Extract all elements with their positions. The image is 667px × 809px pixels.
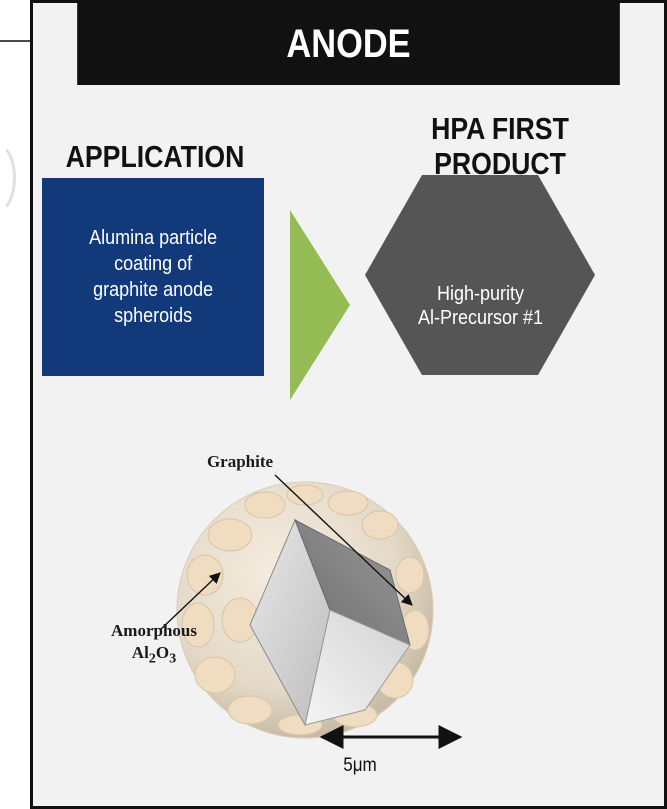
alumina-islands bbox=[181, 484, 430, 736]
application-box: Alumina particle coating of graphite ano… bbox=[42, 178, 264, 376]
hexagon-shape bbox=[365, 175, 595, 375]
hpa-product-text-wrap: High-purity Al-Precursor #1 bbox=[365, 258, 595, 330]
hpa-first-product-heading: HPA FIRST PRODUCT bbox=[431, 111, 569, 181]
alumina-formula-sub3: 3 bbox=[169, 650, 177, 667]
alumina-formula-o: O bbox=[155, 643, 170, 663]
alumina-formula: Al2O3 bbox=[94, 642, 214, 668]
panel-title: ANODE bbox=[286, 21, 411, 66]
graphite-facet-bottom bbox=[304, 609, 411, 726]
alumina-formula-sub2: 2 bbox=[148, 650, 156, 667]
arrow-chevron-shape bbox=[290, 210, 350, 400]
graphite-pointer-arrow bbox=[274, 474, 413, 606]
panel-header: ANODE bbox=[77, 3, 620, 85]
amorphous-label-line1: Amorphous bbox=[111, 621, 197, 640]
alumina-formula-al: Al bbox=[131, 643, 149, 663]
decorative-arc bbox=[0, 140, 16, 216]
connector-line bbox=[0, 40, 30, 42]
hpa-product-text: High-purity Al-Precursor #1 bbox=[417, 283, 543, 329]
graphite-label: Graphite bbox=[206, 452, 274, 471]
alumina-pointer-arrow bbox=[159, 572, 221, 631]
application-heading: APPLICATION bbox=[65, 139, 245, 174]
flow-arrow bbox=[290, 210, 350, 400]
amorphous-alumina-label: Amorphous Al2O3 bbox=[94, 620, 214, 668]
coated-graphite-particle-illustration bbox=[159, 474, 463, 749]
hpa-product-hexagon bbox=[365, 175, 595, 375]
scale-label: 5μm bbox=[343, 755, 377, 776]
application-box-text: Alumina particle coating of graphite ano… bbox=[88, 227, 218, 327]
